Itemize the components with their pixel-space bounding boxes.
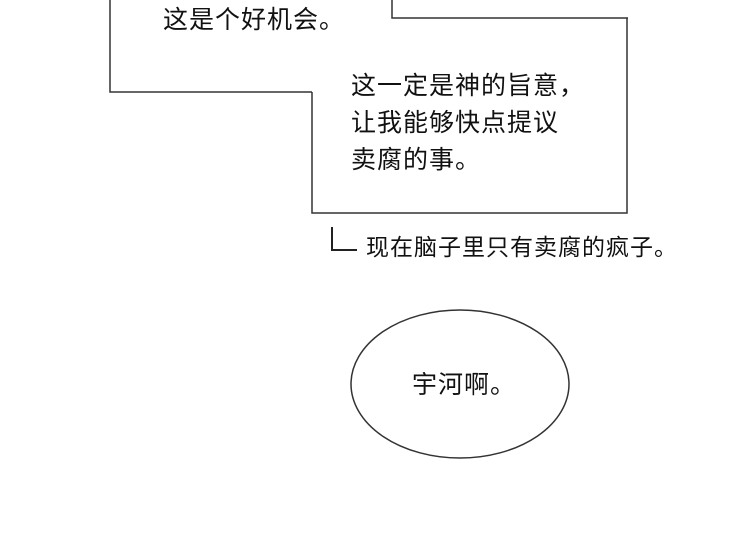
- ellipse-bubble-text: 宇河啊。: [412, 370, 517, 399]
- top-speech-box-edge: [391, 0, 628, 19]
- middle-bubble-text: 这一定是神的旨意， 让我能够快点提议 卖腐的事。: [351, 68, 621, 179]
- caption-text: 现在脑子里只有卖腐的疯子。: [366, 235, 678, 261]
- top-bubble-text: 这是个好机会。: [163, 5, 346, 34]
- middle-bubble-line-3: 卖腐的事。: [351, 145, 482, 174]
- caption-bracket: [331, 227, 357, 251]
- ellipse-speech-bubble: [350, 309, 570, 459]
- middle-bubble-line-1: 这一定是神的旨意，: [351, 71, 586, 100]
- top-speech-box-outline: [109, 0, 312, 93]
- middle-speech-box-outline: [311, 18, 628, 214]
- middle-bubble-line-2: 让我能够快点提议: [351, 108, 560, 137]
